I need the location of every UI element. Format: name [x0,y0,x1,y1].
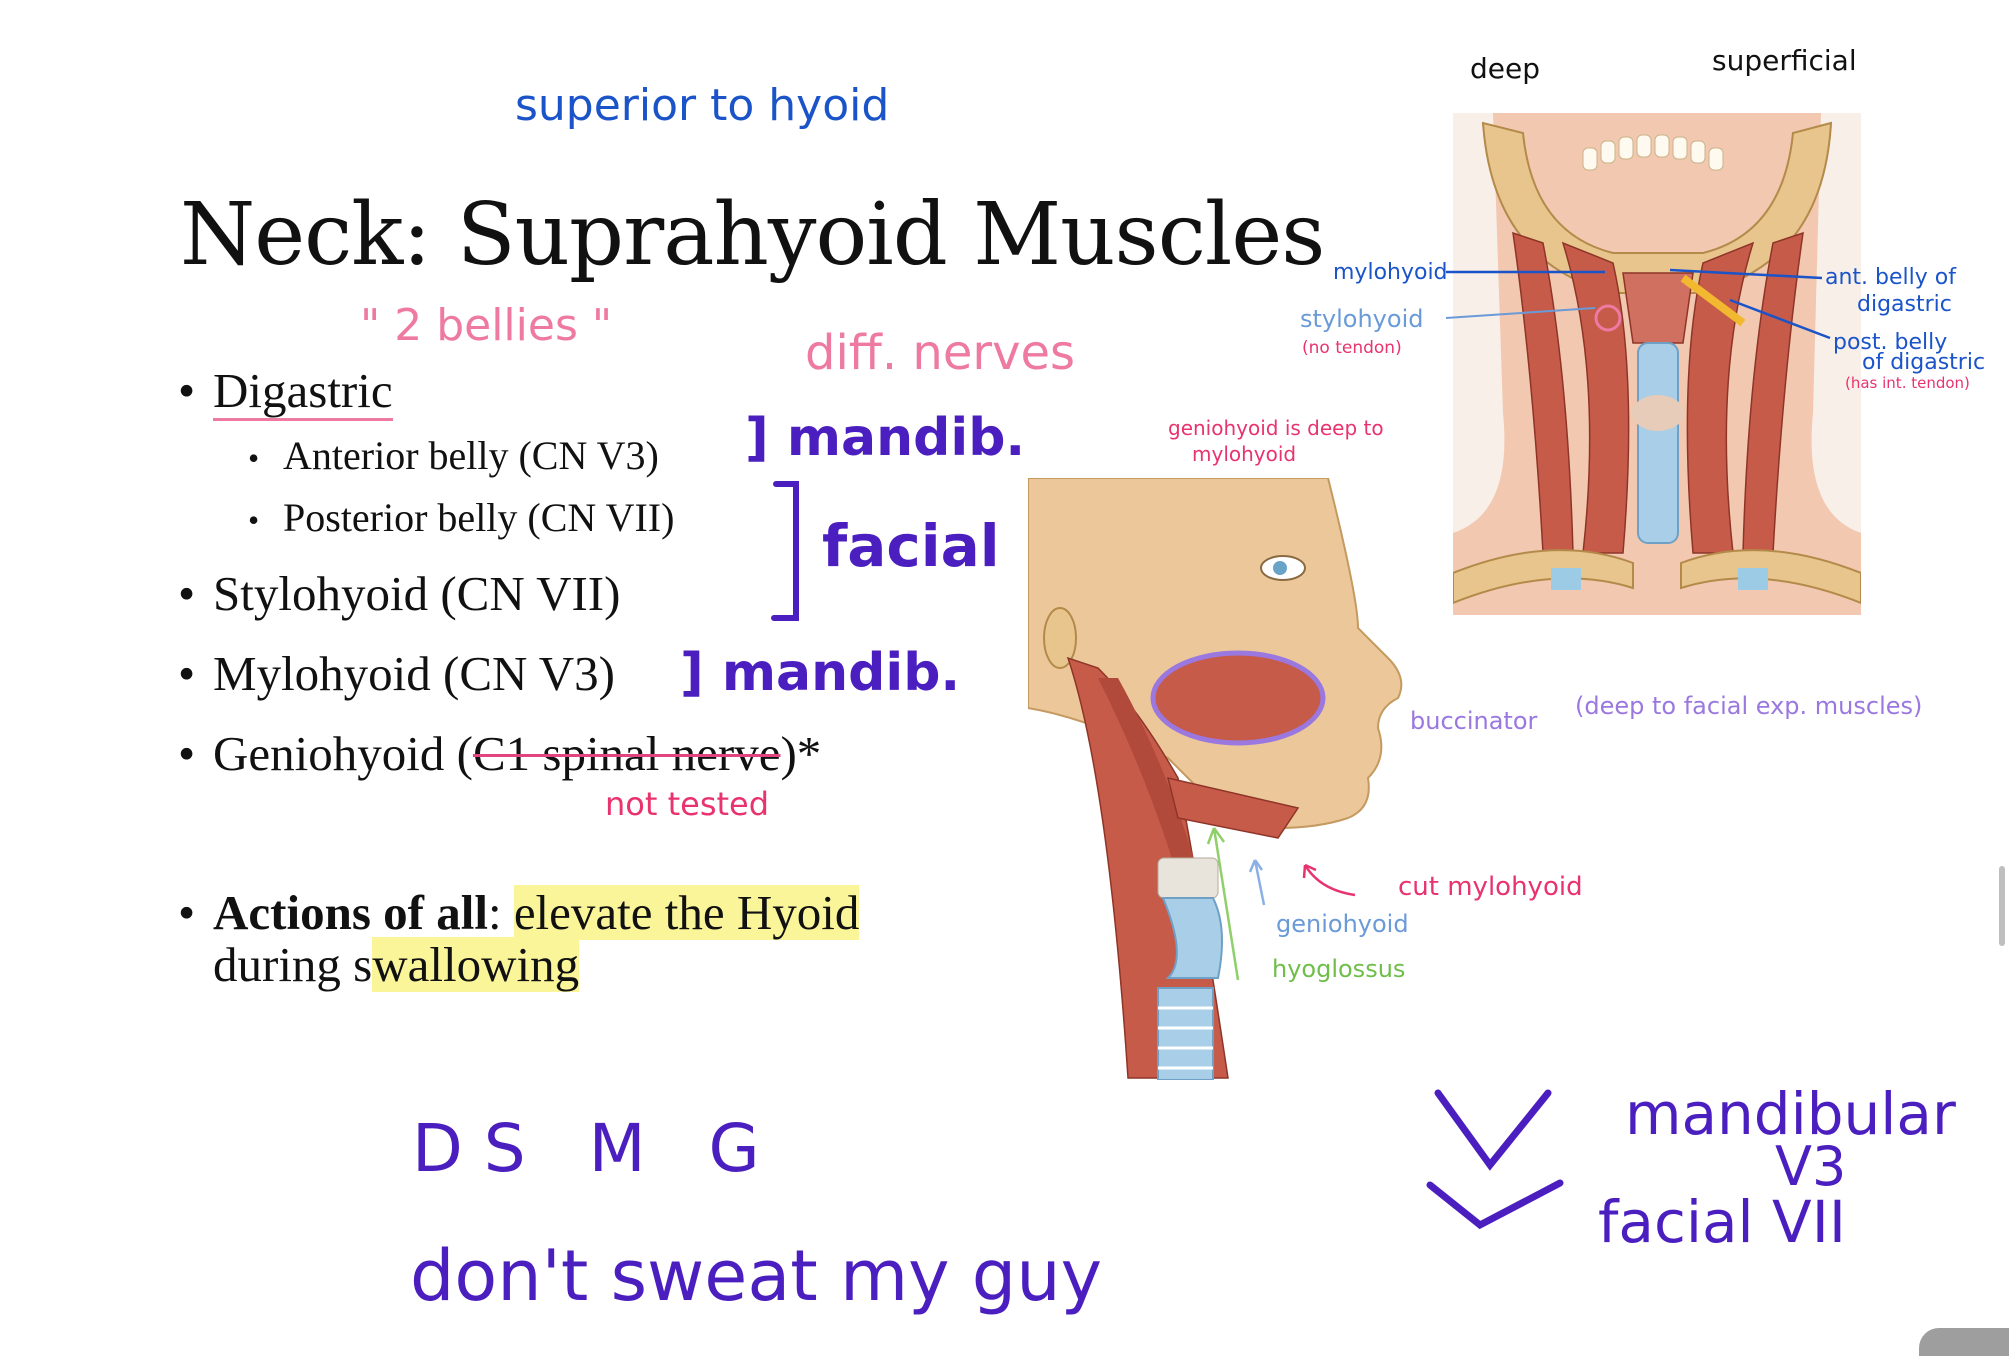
scrollbar-thumb[interactable] [1999,866,2005,946]
actions-highlight-2: wallowing [372,937,580,992]
facial-bracket [771,481,799,621]
note-mandib-2: ] mandib. [680,643,961,703]
mnemonic-phrase: don't sweat my guy [410,1235,1103,1317]
label-ant-belly: ant. belly of [1825,265,1956,290]
note-mandibular: mandibular [1625,1080,1956,1148]
geniohyoid-suffix: )* [780,726,822,781]
corner-handle[interactable] [1919,1328,2009,1356]
note-facial-vii: facial VII [1598,1188,1846,1256]
stylohyoid-text: Stylohyoid (CN VII) [213,566,621,621]
mnemonic-letters: D S M G [412,1110,760,1187]
mylohyoid-text: Mylohyoid (CN V3) [213,646,616,701]
label-no-tendon: (no tendon) [1302,338,1402,358]
label-buccinator-note: (deep to facial exp. muscles) [1575,692,1923,720]
digastric-text: Digastric [213,363,393,421]
label-has-int-tendon: (has int. tendon) [1845,374,1970,392]
bullet-digastric: •Digastric [178,362,393,421]
label-superficial: superficial [1712,44,1857,77]
note-mandib-1: ] mandib. [745,408,1026,468]
note-geniohyoid-deep-1: geniohyoid is deep to [1168,416,1384,440]
actions-colon: : [487,885,514,940]
posterior-belly-text: Posterior belly (CN VII) [283,495,675,540]
bullet-stylohyoid: •Stylohyoid (CN VII) [178,566,621,621]
bullet-mylohyoid: •Mylohyoid (CN V3) [178,646,616,701]
bullet-geniohyoid: •Geniohyoid (C1 spinal nerve)* [178,726,822,781]
note-two-bellies: " 2 bellies " [360,300,613,351]
front-leader-lines [1445,268,1831,340]
actions-highlight-1: elevate the Hyoid [513,885,860,940]
label-cut-mylohyoid: cut mylohyoid [1398,872,1583,902]
label-digastric-1: digastric [1857,292,1952,317]
label-stylohyoid: stylohyoid [1300,305,1424,333]
bullet-actions: •Actions of all: elevate the Hyoid durin… [178,885,860,992]
note-superior-to-hyoid: superior to hyoid [515,80,890,131]
neck-front-illustration [1453,113,1861,615]
note-not-tested: not tested [605,785,770,823]
anterior-belly-text: Anterior belly (CN V3) [283,433,659,478]
bullet-posterior-belly: •Posterior belly (CN VII) [248,495,675,540]
note-geniohyoid-deep-2: mylohyoid [1192,442,1297,466]
label-buccinator: buccinator [1410,707,1538,735]
geniohyoid-prefix: Geniohyoid ( [213,726,473,781]
slide-title: Neck: Suprahyoid Muscles [180,185,1325,285]
note-facial: facial [822,512,1000,580]
geniohyoid-struck: C1 spinal nerve [472,726,781,781]
note-diff-nerves: diff. nerves [805,325,1076,381]
actions-line2-prefix: during s [213,937,373,992]
label-mylohyoid: mylohyoid [1333,260,1448,285]
label-post-belly: post. belly [1833,330,1948,355]
label-deep: deep [1470,52,1540,85]
head-side-illustration [1028,478,1428,1080]
label-hyoglossus: hyoglossus [1272,955,1406,983]
label-of-digastric: of digastric [1862,350,1986,375]
side-leader-lines [1206,827,1356,981]
note-v3: V3 [1775,1135,1847,1198]
bullet-anterior-belly: •Anterior belly (CN V3) [248,433,659,478]
actions-label: Actions of all [213,885,488,940]
checkmark-v-icons [1426,1089,1564,1230]
label-geniohyoid: geniohyoid [1276,910,1409,938]
